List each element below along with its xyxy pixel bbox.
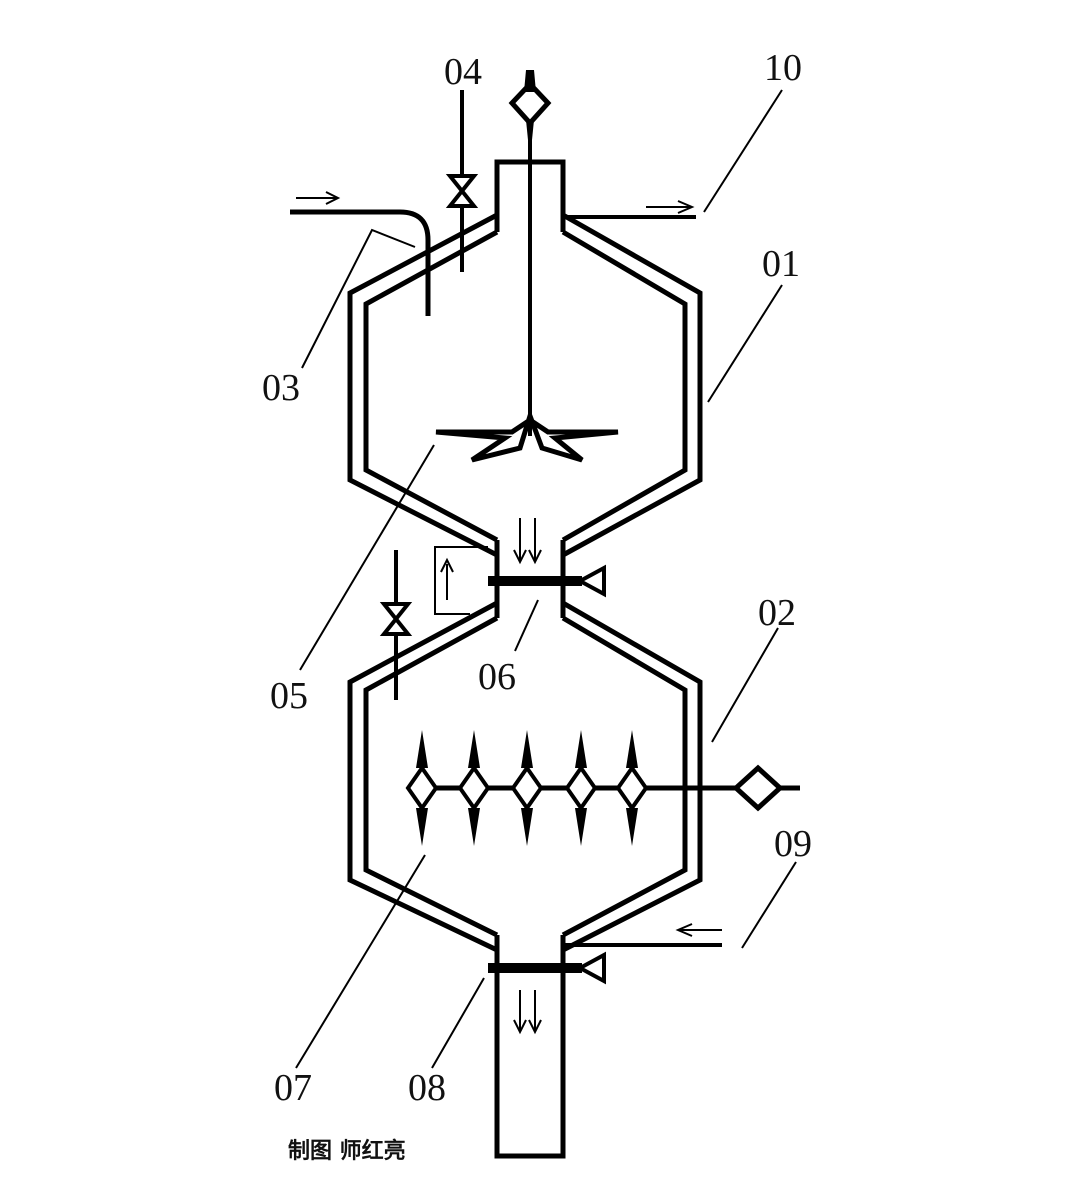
label-06: 06	[478, 656, 516, 698]
upper-vessel-outer-wall	[347, 212, 703, 558]
bottom-valve-icon	[488, 951, 606, 985]
upper-stirrer	[435, 70, 619, 463]
impeller-icon	[435, 408, 619, 463]
inlet-arrow-icon	[296, 191, 341, 205]
lower-vessel-inner-wall	[363, 615, 688, 938]
middle-valve-icon	[488, 564, 606, 598]
up-arrow-icon	[440, 557, 454, 573]
upper-stirrer-tip	[524, 70, 536, 92]
lower-stirrer-diamond	[732, 764, 784, 812]
drawing-credit: 制图 师红亮	[288, 1139, 406, 1164]
middle-down-arrows-icon	[513, 518, 542, 565]
leader-01	[707, 284, 783, 403]
leader-06	[514, 599, 539, 652]
label-09: 09	[774, 823, 812, 865]
label-04: 04	[444, 51, 482, 93]
lower-inlet	[563, 923, 722, 947]
inlet-pipe	[290, 209, 431, 316]
bypass-loop	[434, 546, 488, 615]
leader-10	[703, 89, 783, 213]
paddle-icon	[564, 730, 598, 846]
paddle-icon	[510, 730, 544, 846]
label-07: 07	[274, 1067, 312, 1109]
bottom-down-arrows-icon	[513, 990, 542, 1035]
paddles	[405, 730, 649, 846]
upper-outlet	[563, 200, 696, 219]
upper-valve-icon	[445, 90, 479, 272]
label-10: 10	[764, 47, 802, 89]
lower-vessel	[347, 600, 703, 953]
label-01: 01	[762, 243, 800, 285]
outlet-arrow-icon	[677, 200, 695, 214]
paddle-icon	[457, 730, 491, 846]
upper-stirrer-tail	[526, 120, 534, 140]
upper-vessel	[347, 212, 703, 558]
label-02: 02	[758, 592, 796, 634]
leader-02	[711, 627, 779, 743]
leader-lines	[295, 89, 797, 1069]
leader-09	[741, 861, 797, 949]
label-05: 05	[270, 675, 308, 717]
leader-08	[431, 977, 485, 1069]
paddle-icon	[615, 730, 649, 846]
leader-03	[301, 228, 416, 369]
leader-05	[299, 444, 435, 671]
paddle-icon	[405, 730, 439, 846]
lower-vessel-outer-wall	[347, 600, 703, 953]
label-03: 03	[262, 367, 300, 409]
label-08: 08	[408, 1067, 446, 1109]
upper-vessel-inner-wall	[363, 229, 688, 543]
leader-07	[295, 854, 426, 1069]
lower-stirrer	[405, 730, 800, 846]
inlet-left-arrow-icon	[675, 923, 693, 937]
discharge-pipe	[494, 935, 566, 1159]
